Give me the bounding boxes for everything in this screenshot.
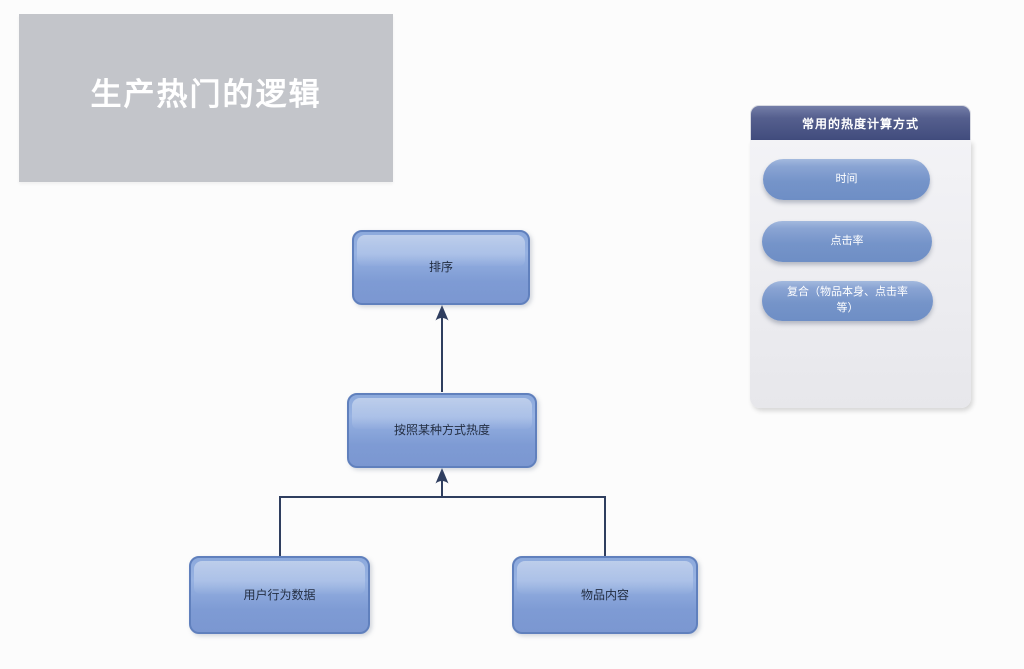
node-user-behavior-data-label: 用户行为数据 — [243, 587, 316, 602]
node-item-content: 物品内容 — [512, 556, 698, 634]
arrowhead-up — [435, 468, 449, 484]
page-title: 生产热门的逻辑 — [90, 76, 322, 112]
node-sort-label: 排序 — [428, 260, 453, 275]
connector-junction — [279, 496, 606, 556]
node-user-behavior-data: 用户行为数据 — [189, 556, 370, 634]
pill-time-label: 时间 — [835, 172, 858, 185]
pill-time: 时间 — [763, 159, 930, 200]
pill-composite: 复合（物品本身、点击率等） — [762, 281, 933, 321]
panel-header: 常用的热度计算方式 — [750, 105, 971, 140]
node-heat-method-label: 按照某种方式热度 — [393, 423, 490, 438]
title-card: 生产热门的逻辑 — [19, 14, 393, 182]
pill-composite-label: 复合（物品本身、点击率等） — [787, 286, 908, 314]
node-item-content-label: 物品内容 — [580, 587, 629, 602]
panel-title: 常用的热度计算方式 — [801, 116, 919, 131]
pill-click-rate: 点击率 — [762, 221, 932, 262]
node-sort: 排序 — [352, 230, 530, 305]
pill-click-rate-label: 点击率 — [830, 234, 864, 247]
node-heat-method: 按照某种方式热度 — [347, 393, 537, 468]
arrowhead-up — [435, 305, 449, 321]
